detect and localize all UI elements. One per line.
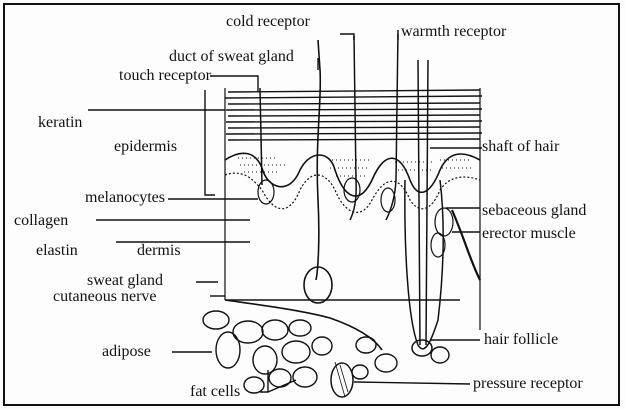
label-erector-muscle: erector muscle xyxy=(482,225,576,243)
label-duct-of-sweat-gland: duct of sweat gland xyxy=(169,48,294,66)
label-sebaceous-gland: sebaceous gland xyxy=(482,202,586,220)
keratin-layer xyxy=(225,90,482,140)
label-epidermis: epidermis xyxy=(114,138,177,156)
epidermis-bracket xyxy=(205,90,215,195)
pressure-receptor-leader xyxy=(354,382,470,384)
label-fat-cells: fat cells xyxy=(190,383,240,401)
label-elastin: elastin xyxy=(36,242,78,260)
label-pressure-receptor: pressure receptor xyxy=(473,375,583,393)
label-shaft-of-hair: shaft of hair xyxy=(482,138,559,156)
label-warmth-receptor: warmth receptor xyxy=(401,23,506,41)
label-adipose: adipose xyxy=(102,343,151,361)
label-cutaneous-nerve: cutaneous nerve xyxy=(53,288,157,306)
cold-receptor-shape xyxy=(344,178,360,202)
leader-lines xyxy=(88,34,482,392)
touch-receptor-shape xyxy=(258,180,274,204)
pressure-receptor-shape xyxy=(331,363,353,397)
sweat-duct-shape xyxy=(316,40,320,280)
cold-receptor-leader xyxy=(340,34,354,40)
label-keratin: keratin xyxy=(38,114,82,132)
label-cold-receptor: cold receptor xyxy=(226,13,310,31)
sweat-gland-coil xyxy=(304,267,332,303)
label-touch-receptor: touch receptor xyxy=(119,67,211,85)
label-collagen: collagen xyxy=(14,212,68,230)
label-melanocytes: melanocytes xyxy=(85,189,165,207)
skin-layers xyxy=(203,30,482,397)
touch-receptor-leader xyxy=(210,76,258,92)
label-hair-follicle: hair follicle xyxy=(484,331,558,349)
skin-block-outline xyxy=(225,88,480,200)
label-dermis: dermis xyxy=(137,242,181,260)
erector-muscle-shape xyxy=(452,210,480,280)
hair-follicle-drawing xyxy=(405,60,443,356)
